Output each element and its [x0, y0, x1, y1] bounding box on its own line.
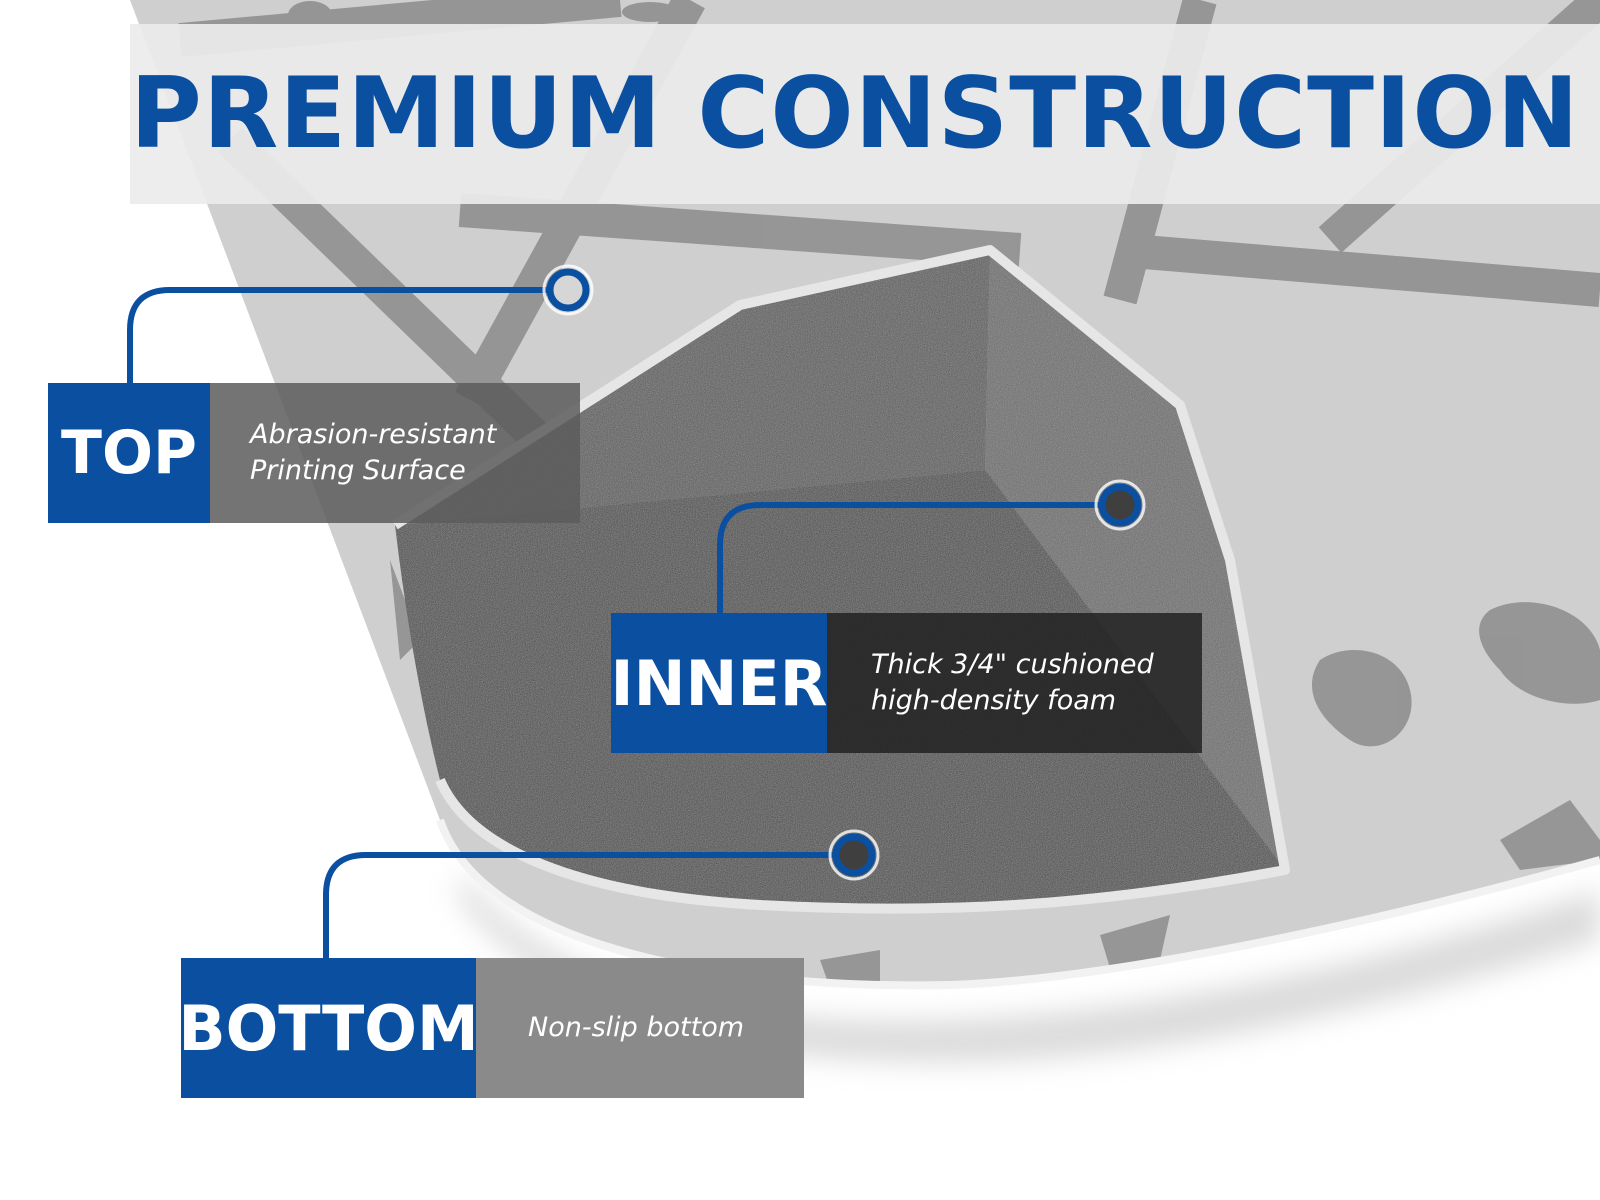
pointer-dot-bottom	[832, 833, 876, 877]
layer-description-top: Abrasion-resistant Printing Surface	[210, 383, 580, 523]
cut-edge-rim	[392, 245, 1290, 914]
layer-description-inner: Thick 3/4" cushioned high-density foam	[827, 613, 1202, 753]
layer-label-top: TOP	[48, 383, 210, 523]
layer-label-inner: INNER	[611, 613, 827, 753]
callout-bottom-layer: BOTTOM Non-slip bottom	[178, 958, 804, 1098]
pointer-dot-inner	[1098, 483, 1142, 527]
description-line: Printing Surface	[250, 455, 466, 486]
title-banner	[130, 24, 1600, 204]
description-line: high-density foam	[871, 685, 1117, 716]
page-title: PREMIUM CONSTRUCTION	[130, 57, 1580, 171]
layer-label-bottom: BOTTOM	[178, 958, 479, 1098]
callout-top-layer: TOP Abrasion-resistant Printing Surface	[48, 383, 580, 523]
leader-line-inner	[717, 502, 1103, 616]
description-line: Non-slip bottom	[528, 1012, 745, 1043]
leader-line-bottom	[323, 852, 839, 961]
pointer-dot-top	[546, 268, 590, 312]
foam-right-wall	[985, 250, 1285, 870]
leader-line-top	[127, 287, 551, 386]
callout-inner-layer: INNER Thick 3/4" cushioned high-density …	[611, 613, 1202, 753]
description-line: Abrasion-resistant	[250, 419, 497, 450]
description-line: Thick 3/4" cushioned	[871, 649, 1154, 680]
layer-description-bottom: Non-slip bottom	[476, 958, 804, 1098]
mat-edge	[436, 818, 1600, 990]
